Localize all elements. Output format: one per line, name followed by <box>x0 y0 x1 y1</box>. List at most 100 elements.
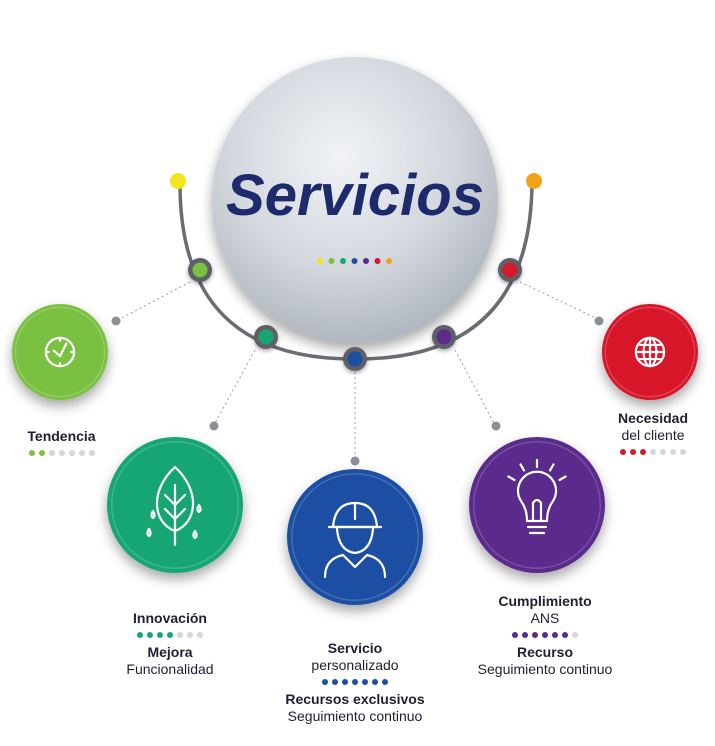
rating-dot <box>177 632 183 638</box>
rating-dot <box>147 632 153 638</box>
label-necesidad-title: Necesidad <box>617 410 689 426</box>
connector-dot <box>350 456 360 466</box>
rating-dot <box>197 632 203 638</box>
label-funcionalidad: Funcionalidad <box>126 661 214 677</box>
label-innovacion: Innovación Mejora Funcionalidad <box>100 610 240 678</box>
hub-dot <box>386 258 392 264</box>
rating-dot <box>620 449 626 455</box>
connector-tendencia <box>117 281 191 321</box>
arc-endpoint-right <box>526 173 542 189</box>
rating-dot <box>542 632 548 638</box>
rating-dot <box>382 679 388 685</box>
rating-dot <box>187 632 193 638</box>
hub-circle <box>212 57 498 343</box>
globe-icon <box>634 336 666 368</box>
rating-dot <box>660 449 666 455</box>
label-servicio: Servicio personalizado Recursos exclusiv… <box>265 640 445 725</box>
label-seguimiento-continuo-1: Seguimiento continuo <box>287 708 423 724</box>
rating-dots-cumplimiento <box>455 632 635 638</box>
arc-node-tendencia <box>188 258 212 282</box>
category-node-circle <box>12 304 108 400</box>
rating-dot <box>680 449 686 455</box>
label-innovacion-title: Innovación <box>133 610 207 626</box>
hub-dot <box>340 258 346 264</box>
label-necesidad: Necesidad del cliente <box>598 410 708 461</box>
rating-dot <box>352 679 358 685</box>
rating-dot <box>522 632 528 638</box>
label-servicio-title: Servicio <box>327 640 383 656</box>
hub-title: Servicios <box>226 163 484 228</box>
label-recursos-exclusivos: Recursos exclusivos <box>285 691 425 707</box>
category-node-circle <box>287 469 423 605</box>
label-cumplimiento: Cumplimiento ANS Recurso Seguimiento con… <box>455 593 635 678</box>
hub-color-dots <box>317 258 392 264</box>
label-seguimiento-continuo-2: Seguimiento continuo <box>477 661 613 677</box>
rating-dots-servicio <box>265 679 445 685</box>
hub-dot <box>351 258 358 264</box>
category-node-circle <box>469 437 605 573</box>
rating-dots-necesidad <box>598 449 708 455</box>
arc-node-servicio <box>343 347 367 371</box>
arc-nodes <box>170 173 542 371</box>
label-personalizado: personalizado <box>311 657 399 673</box>
hub-dot <box>317 258 323 264</box>
hub-dot <box>374 258 381 264</box>
label-del-cliente: del cliente <box>621 427 685 443</box>
label-tendencia: Tendencia <box>14 428 109 462</box>
category-nodes <box>12 304 698 605</box>
connector-necesidad <box>519 281 601 321</box>
arc-endpoint-left <box>170 173 186 189</box>
label-ans: ANS <box>530 610 560 626</box>
hub-dot <box>363 258 369 264</box>
rating-dot <box>650 449 656 455</box>
hub: Servicios <box>212 57 498 343</box>
rating-dot <box>362 679 368 685</box>
arc-node-cumplimiento <box>432 325 456 349</box>
connector-dot <box>491 421 501 431</box>
rating-dot <box>322 679 328 685</box>
label-mejora: Mejora <box>147 644 193 660</box>
rating-dot <box>640 449 646 455</box>
label-cumplimiento-title: Cumplimiento <box>498 593 592 609</box>
rating-dot <box>342 679 348 685</box>
rating-dot <box>670 449 676 455</box>
rating-dot <box>630 449 636 455</box>
category-node-tendencia <box>12 304 108 400</box>
arc-node-innovacion <box>254 325 278 349</box>
rating-dot <box>572 632 578 638</box>
rating-dot <box>372 679 378 685</box>
rating-dot <box>68 450 75 456</box>
clock-icon <box>44 336 76 368</box>
rating-dot <box>167 632 173 638</box>
rating-dot <box>137 632 143 638</box>
rating-dot <box>512 632 518 638</box>
label-tendencia-title: Tendencia <box>27 428 96 444</box>
category-node-cumplimiento <box>469 437 605 573</box>
label-recurso: Recurso <box>516 644 574 660</box>
category-node-servicio <box>287 469 423 605</box>
connector-end-dots <box>111 316 604 466</box>
category-node-innovacion <box>107 437 243 573</box>
rating-dot <box>332 679 338 685</box>
arc-node-necesidad <box>498 258 522 282</box>
connector-cumplimiento <box>454 349 496 426</box>
rating-dot <box>88 450 95 456</box>
worker-helmet-icon <box>323 501 387 579</box>
connector-dot <box>209 421 219 431</box>
connector-lines <box>117 281 601 460</box>
rating-dot <box>552 632 558 638</box>
rating-dot <box>58 450 65 456</box>
lightbulb-icon <box>507 458 567 535</box>
rating-dot <box>157 632 163 638</box>
hub-dot <box>328 258 335 264</box>
category-node-necesidad <box>602 304 698 400</box>
connector-dot <box>111 316 121 326</box>
rating-dot <box>28 450 35 456</box>
connector-innovacion <box>213 349 256 426</box>
rating-dots-tendencia <box>14 450 109 456</box>
connector-dot <box>594 316 604 326</box>
rating-dot <box>38 450 45 456</box>
rating-dots-innovacion <box>100 632 240 638</box>
